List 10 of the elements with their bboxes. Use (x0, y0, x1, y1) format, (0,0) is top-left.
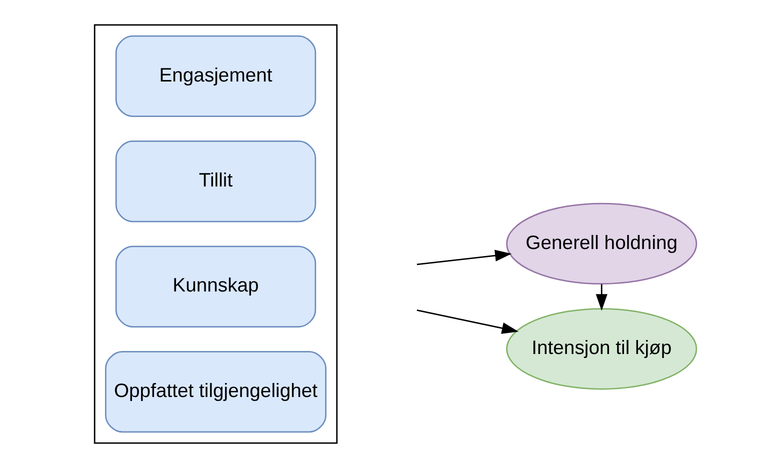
node-ellipse: Intensjon til kjøp (506, 308, 697, 390)
arrow (416, 250, 512, 266)
arrow (595, 284, 607, 311)
cluster (93, 24, 338, 444)
arrow (416, 310, 518, 334)
node-box: Tillit (114, 140, 316, 222)
node-box: Engasjement (114, 35, 316, 118)
node-box: Kunnskap (114, 246, 316, 328)
node-ellipse: Generell holdning (506, 202, 697, 285)
node-box: Oppfattet tilgjengelighet (104, 350, 326, 433)
